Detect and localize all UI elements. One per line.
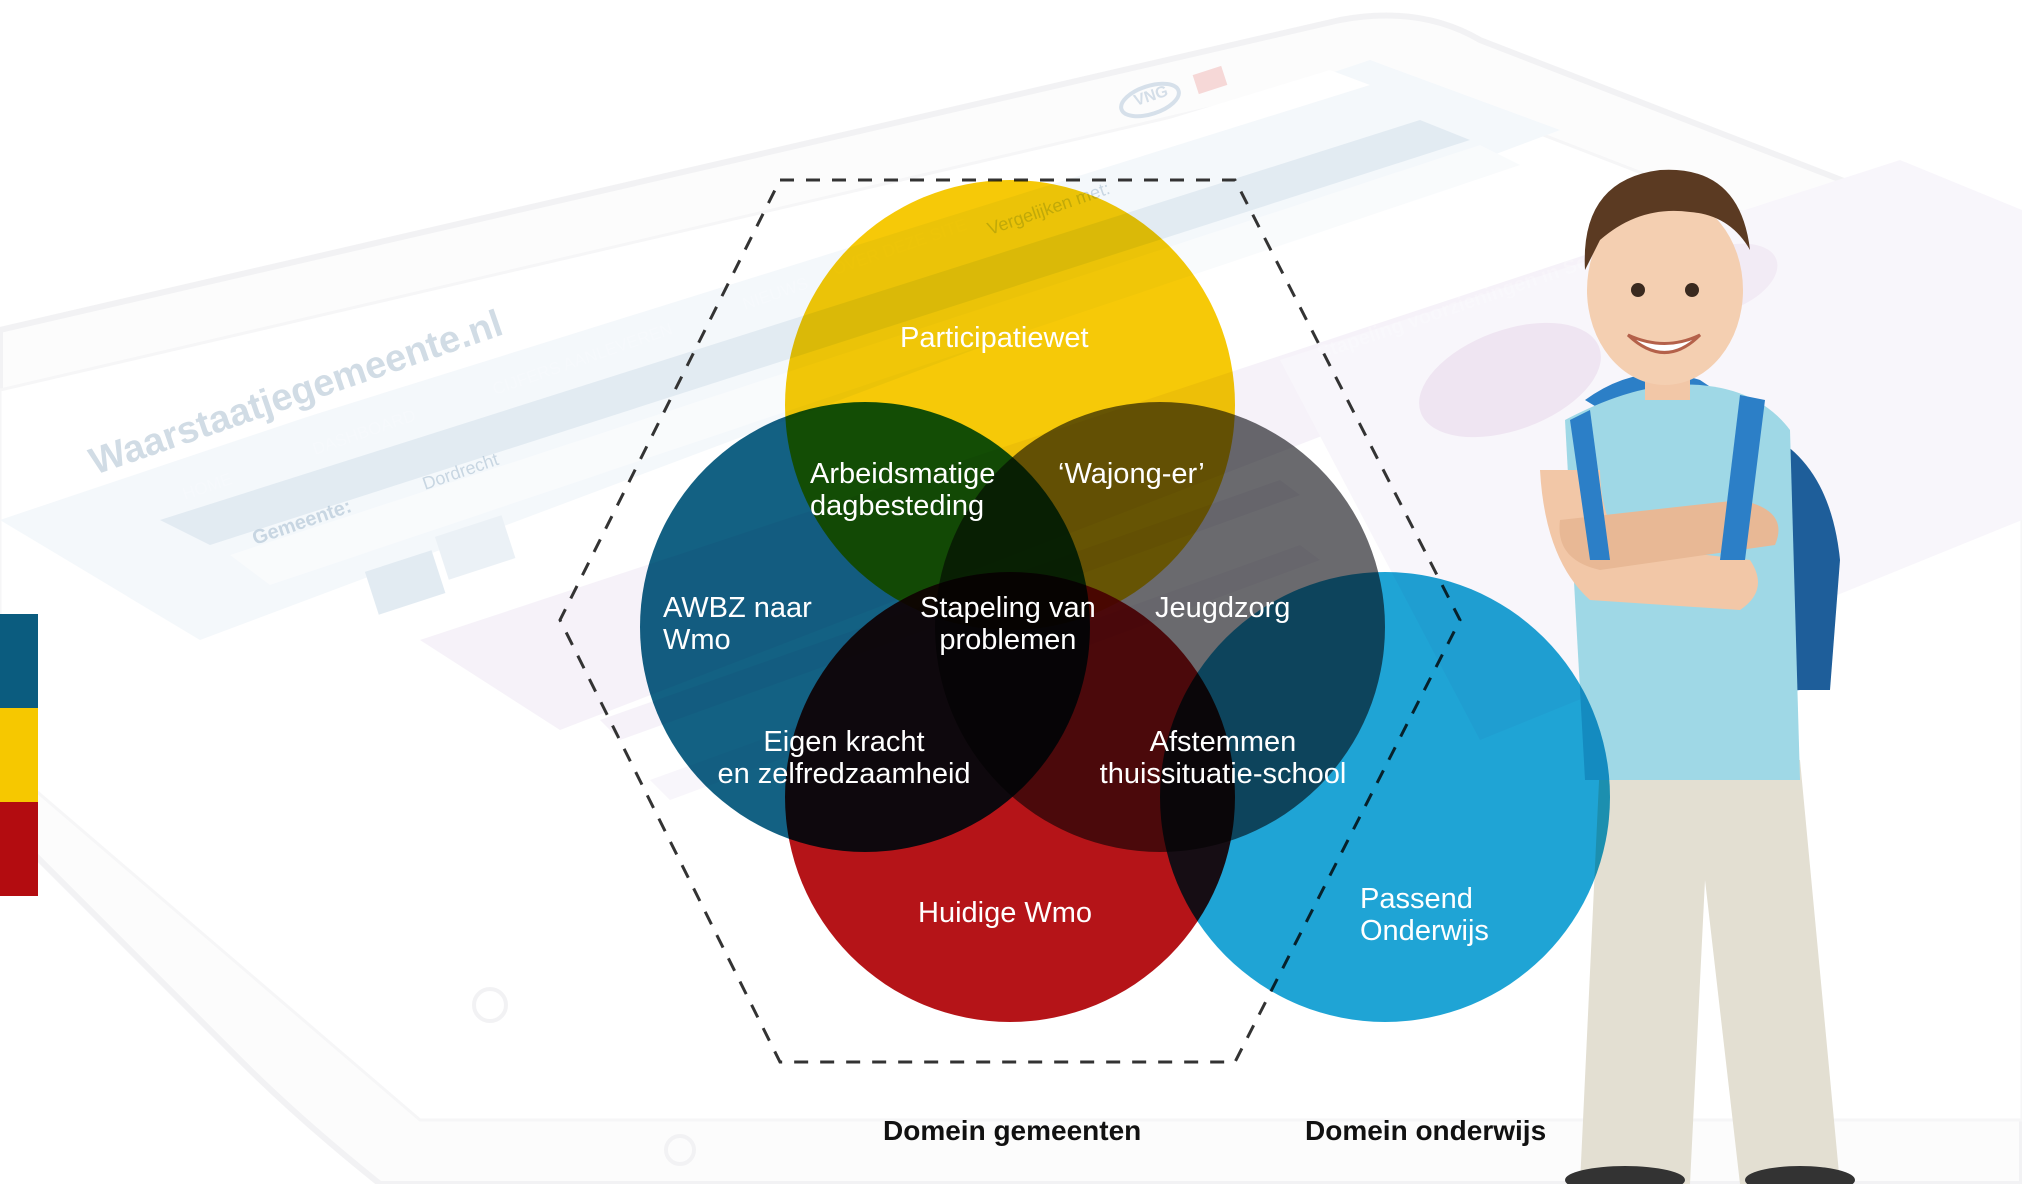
- label-jeugdzorg: Jeugdzorg: [1155, 592, 1291, 624]
- side-bar-blue: [0, 614, 38, 708]
- label-stapeling-van-problemen: Stapeling van problemen: [920, 592, 1096, 656]
- side-bar-yellow: [0, 708, 38, 802]
- label-eigen-kracht: Eigen kracht en zelfredzaamheid: [717, 726, 971, 790]
- side-bar-red: [0, 802, 38, 896]
- label-passend-onderwijs: Passend Onderwijs: [1360, 883, 1489, 947]
- label-huidige-wmo: Huidige Wmo: [918, 897, 1093, 929]
- label-participatiewet: Participatiewet: [900, 322, 1089, 354]
- label-awbz-naar-wmo: AWBZ naar Wmo: [663, 592, 812, 656]
- caption-domein-gemeenten: Domein gemeenten: [883, 1115, 1142, 1146]
- circle-wmo: [785, 572, 1235, 1022]
- label-afstemmen-thuissituatie-school: Afstemmen thuissituatie-school: [1099, 726, 1347, 790]
- label-arbeidsmatige-dagbesteding: Arbeidsmatige dagbesteding: [810, 458, 996, 522]
- child-illustration: [1540, 169, 1855, 1184]
- label-wajong: ‘Wajong-er’: [1058, 458, 1205, 490]
- venn-diagram: [640, 180, 1610, 1022]
- domein-gemeenten-boundary: [558, 178, 1462, 1064]
- caption-domein-onderwijs: Domein onderwijs: [1305, 1115, 1547, 1146]
